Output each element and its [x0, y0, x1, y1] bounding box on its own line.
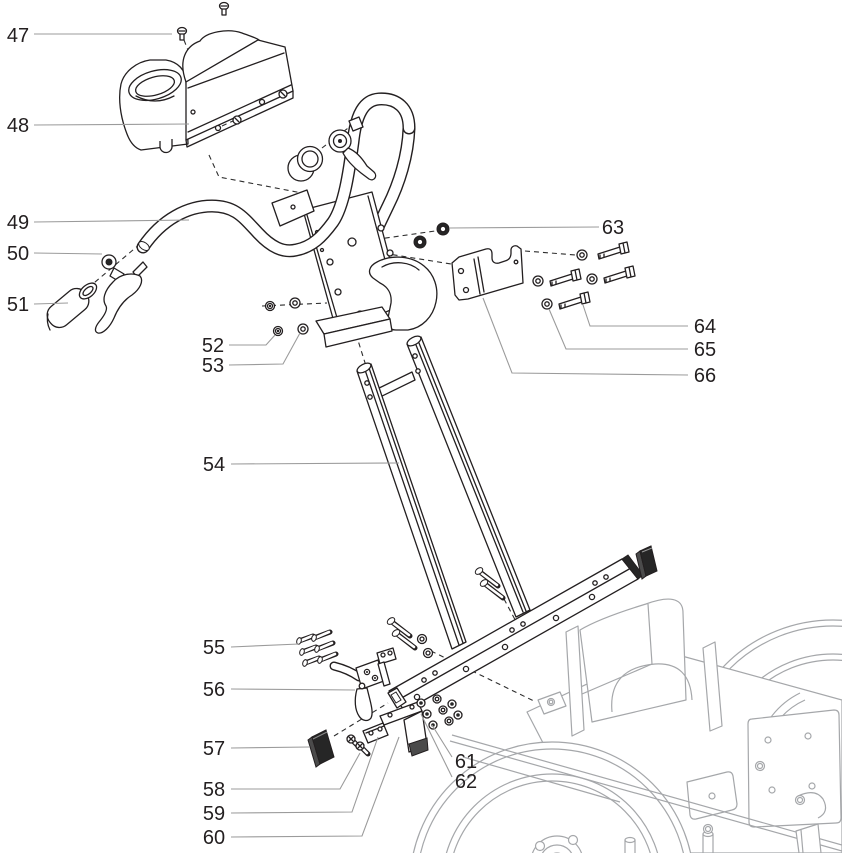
console-front-panel [185, 39, 294, 141]
callout-52: 52 [202, 335, 224, 357]
callout-57: 57 [203, 738, 225, 760]
engine-plate [747, 709, 842, 828]
callout-55: 55 [203, 637, 225, 659]
carriage-bolts-lower [386, 617, 434, 659]
sub-plate [686, 771, 738, 820]
callout-63: 63 [602, 217, 624, 239]
cam-lever [328, 116, 377, 181]
top-screw [218, 1, 230, 16]
nut-cluster-61-62 [416, 694, 463, 730]
leader-52 [229, 334, 276, 346]
leader-58 [231, 752, 361, 790]
leader-63 [448, 226, 600, 229]
console-shroud [119, 30, 294, 154]
horizontal-beam [387, 554, 644, 712]
support-bracket-66 [451, 245, 524, 301]
holder-shelf [315, 306, 393, 348]
callout-62: 62 [455, 771, 477, 793]
callout-48: 48 [7, 115, 29, 137]
gun-holder [368, 256, 438, 331]
cart-legs [356, 335, 531, 650]
left-wheel [412, 741, 692, 853]
flange-nuts-63 [413, 222, 450, 249]
leader-56 [230, 688, 356, 691]
callout-61: 61 [455, 751, 477, 773]
frame-posts [624, 823, 822, 853]
callout-56: 56 [203, 679, 225, 701]
nut-and-washer-52-53 [264, 297, 309, 337]
leader-50 [33, 252, 103, 255]
callout-49: 49 [7, 212, 29, 234]
latch-assembly [329, 647, 397, 722]
carriage-bolts-upper [474, 567, 506, 601]
callout-60: 60 [203, 827, 225, 849]
leader-60 [230, 736, 400, 838]
callout-54: 54 [203, 454, 225, 476]
retainer-plate-59 [362, 722, 389, 744]
leader-48 [33, 123, 190, 126]
callout-65: 65 [694, 339, 716, 361]
handlebar [136, 92, 416, 258]
angle-bracket-60 [379, 701, 429, 757]
bolts-and-washers-64-65 [532, 241, 636, 310]
leader-61 [431, 724, 453, 758]
callout-53: 53 [202, 355, 224, 377]
leader-54 [230, 462, 400, 465]
end-pad [307, 729, 335, 768]
lock-pins [296, 629, 339, 667]
handlebar-open-end [138, 241, 150, 251]
callout-51: 51 [7, 294, 29, 316]
callout-47: 47 [7, 25, 29, 47]
callout-50: 50 [7, 243, 29, 265]
leader-64 [582, 304, 688, 327]
leader-65 [548, 308, 688, 350]
callout-66: 66 [694, 365, 716, 387]
end-cap [635, 545, 658, 580]
leader-51 [33, 302, 69, 305]
leader-57 [230, 746, 311, 749]
leader-53 [228, 332, 301, 366]
leader-66 [482, 297, 689, 376]
bucket-holder [565, 598, 723, 737]
leader-49 [33, 219, 190, 223]
screws-58 [346, 734, 371, 757]
callout-58: 58 [203, 779, 225, 801]
callout-59: 59 [203, 803, 225, 825]
handle-grip [46, 282, 98, 331]
leader-59 [230, 736, 379, 814]
callout-64: 64 [694, 316, 716, 338]
round-knob [287, 145, 324, 182]
frame-rails [449, 734, 842, 852]
leader-62 [420, 713, 453, 778]
leader-55 [230, 643, 300, 648]
brake-lever [94, 273, 143, 334]
cart-base-assembly [412, 598, 842, 853]
console-screw [176, 26, 188, 41]
cup-holder-opening [128, 68, 182, 102]
